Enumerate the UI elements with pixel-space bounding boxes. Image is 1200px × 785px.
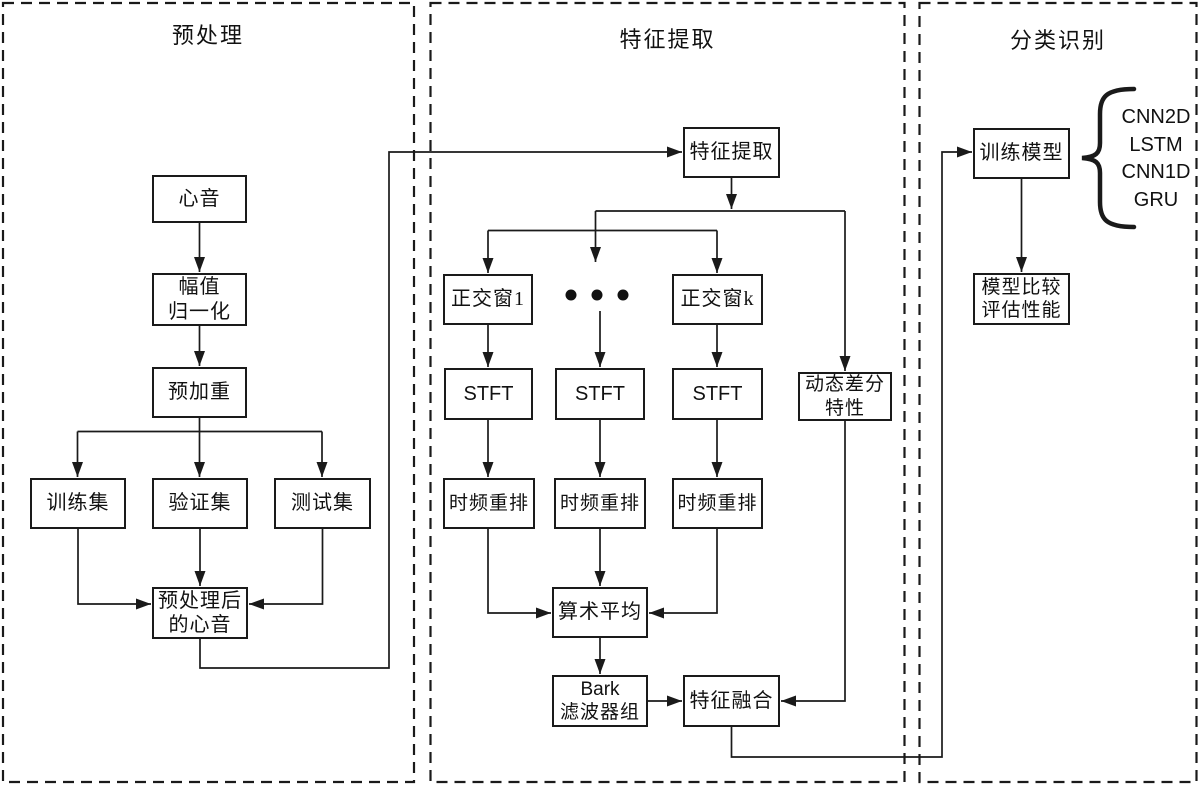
panel-preprocess-border [1, 1, 416, 784]
arrow-dynamicdiff-to-fusion [781, 421, 846, 707]
node-training-set-label: 训练集 [46, 492, 110, 515]
arrow-tfr3-to-mean [649, 529, 718, 619]
node-ortho-window-k: 正交窗k [672, 274, 763, 325]
panel-title-preprocess: 预处理 [171, 23, 244, 48]
node-arithmetic-mean-label: 算术平均 [558, 601, 642, 624]
arrow-trainingset-to-preprocessed [77, 529, 151, 610]
node-stft-1: STFT [444, 368, 533, 420]
node-model-evaluation: 模型比较 评估性能 [973, 273, 1070, 325]
node-feature-fusion-label: 特征融合 [689, 689, 774, 712]
node-stft-2: STFT [555, 368, 645, 420]
node-ortho-window-1: 正交窗1 [443, 274, 533, 325]
node-tf-rearrangement-2-label: 时频重排 [559, 492, 640, 514]
node-tf-rearrangement-2: 时频重排 [554, 478, 646, 529]
node-feature-fusion: 特征融合 [683, 675, 780, 727]
node-pre-emphasis: 预加重 [152, 367, 247, 418]
model-list-item-lstm: LSTM [1129, 134, 1183, 156]
node-tf-rearrangement-3-label: 时频重排 [677, 492, 758, 514]
model-list-item-cnn1d: CNN1D [1121, 161, 1191, 183]
node-amplitude-line2: 归一化 [168, 300, 231, 323]
node-dynamic-difference: 动态差分 特性 [798, 372, 892, 421]
node-amplitude-normalization: 幅值 归一化 [152, 273, 247, 326]
node-stft-3-label: STFT [692, 382, 743, 405]
node-bark-line2: 滤波器组 [559, 702, 640, 723]
node-tf-rearrangement-1: 时频重排 [443, 478, 535, 529]
node-dynamic-difference-line2: 特性 [824, 397, 865, 419]
node-validation-set-label: 验证集 [168, 492, 232, 515]
node-model-evaluation-line2: 评估性能 [981, 300, 1062, 321]
node-bark-line1: Bark [580, 678, 620, 700]
arrow-testset-to-preprocessed [249, 529, 324, 610]
ellipsis-dots-icon [565, 289, 629, 301]
node-amplitude-line1: 幅值 [178, 276, 221, 299]
panel-classify-border [918, 1, 1198, 784]
node-feature-extraction-label: 特征提取 [689, 141, 774, 164]
node-validation-set: 验证集 [152, 478, 248, 529]
panel-feature-border [429, 1, 906, 784]
arrow-preprocessed-to-featureextraction [199, 146, 682, 669]
brace-icon [1081, 86, 1137, 230]
model-list-item-gru: GRU [1133, 189, 1179, 211]
node-preprocessed-heart-sound: 预处理后 的心音 [152, 587, 248, 639]
node-model-evaluation-line1: 模型比较 [981, 276, 1062, 298]
node-stft-3: STFT [672, 368, 763, 420]
arrow-fusion-to-trainmodel [730, 146, 972, 758]
node-training-set: 训练集 [30, 478, 126, 529]
node-arithmetic-mean: 算术平均 [552, 587, 648, 638]
arrow-tfr1-to-mean [487, 529, 551, 619]
node-heart-sound-label: 心音 [178, 187, 221, 210]
node-stft-1-label: STFT [463, 382, 514, 405]
node-ortho-window-1-label: 正交窗1 [451, 288, 525, 311]
panel-title-feature: 特征提取 [619, 27, 716, 52]
node-preprocessed-line2: 的心音 [168, 614, 232, 636]
node-tf-rearrangement-1-label: 时频重排 [448, 492, 529, 514]
node-test-set-label: 测试集 [291, 492, 354, 515]
panel-title-classify: 分类识别 [1009, 28, 1106, 53]
connectors [72, 146, 1027, 758]
node-feature-extraction: 特征提取 [683, 127, 780, 178]
node-train-model: 训练模型 [973, 128, 1070, 179]
node-test-set: 测试集 [274, 478, 371, 529]
node-preprocessed-line1: 预处理后 [158, 589, 242, 612]
node-dynamic-difference-line1: 动态差分 [804, 374, 885, 396]
node-bark-filterbank: Bark 滤波器组 [552, 675, 648, 727]
node-tf-rearrangement-3: 时频重排 [672, 478, 763, 529]
node-pre-emphasis-label: 预加重 [168, 381, 231, 404]
model-list-item-cnn2d: CNN2D [1121, 106, 1191, 128]
node-heart-sound: 心音 [152, 175, 247, 223]
node-ortho-window-k-label: 正交窗k [680, 288, 755, 311]
node-stft-2-label: STFT [575, 382, 625, 405]
node-train-model-label: 训练模型 [979, 142, 1064, 165]
